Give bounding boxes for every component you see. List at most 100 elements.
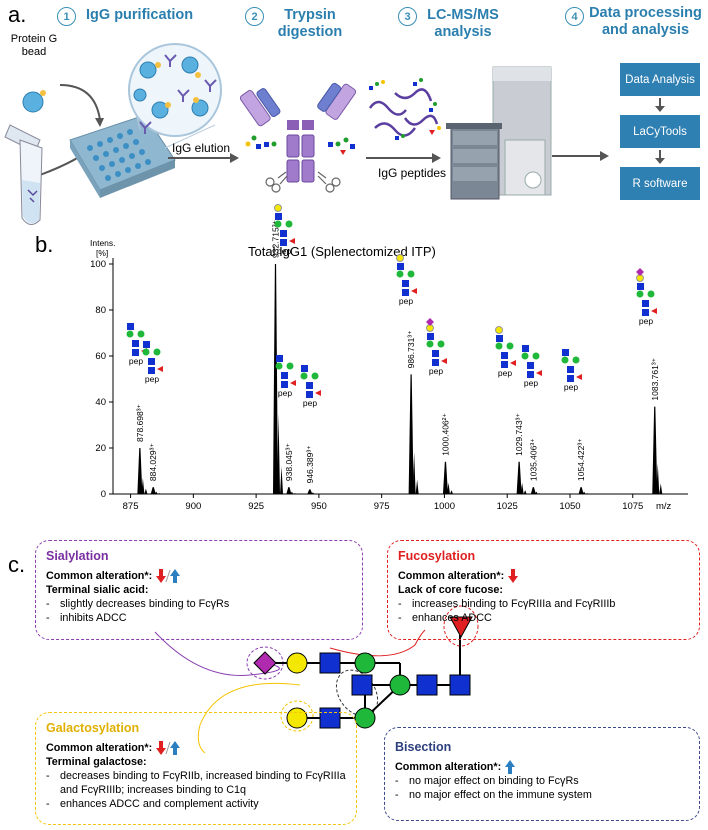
mannose-icon (137, 330, 145, 338)
sialic-acid-icon (426, 318, 434, 326)
galactose-icon (286, 652, 308, 674)
data-analysis-box: Data Analysis (620, 63, 700, 96)
pep-label: pep (278, 388, 292, 398)
glcnac-icon (432, 350, 439, 357)
mannose-icon (300, 372, 308, 380)
igg-antibody-icon (240, 82, 357, 193)
glcnac-icon (402, 280, 409, 287)
sialic-acid-icon (253, 651, 277, 675)
glcnac-icon (281, 381, 288, 388)
pep-label: pep (524, 378, 538, 388)
glcnac-icon (567, 375, 574, 382)
mannose-icon (426, 340, 434, 348)
x-tick-label: 1050 (559, 501, 580, 512)
fucose-icon (157, 366, 163, 372)
glycan-cartoon: pep (396, 254, 417, 306)
spectrum-peak (442, 461, 448, 494)
well-plate-icon (69, 114, 176, 198)
panel-a-illustration (4, 43, 239, 225)
glycan-cartoon: pep (142, 341, 163, 384)
up-arrow-icon (505, 760, 516, 775)
peak-label: 884.029³⁺ (148, 443, 158, 482)
galactosylation-box: Galactosylation Common alteration*: Term… (35, 712, 357, 825)
glcnac-icon (132, 340, 139, 347)
spectrum-peak (516, 461, 522, 494)
spectrum-peak (286, 487, 292, 494)
spectrum-peak (530, 487, 536, 494)
fucosylation-alteration-row: Common alteration*: (398, 569, 689, 584)
mannose-icon (572, 356, 580, 364)
galactosylation-sub: Terminal galactose: (46, 756, 147, 769)
step-1-circle: 1 (57, 7, 76, 26)
glcnac-icon (402, 289, 409, 296)
bisection-item: no major effect on binding to FcγRs (395, 774, 689, 788)
y-axis-title-text: Intens. (90, 238, 116, 248)
y-axis-title: Intens. [%] (90, 238, 116, 258)
step-4-title: Data processing and analysis (589, 5, 702, 38)
x-tick-label: 925 (248, 501, 264, 512)
pep-label: pep (399, 296, 413, 306)
pep-label: pep (145, 374, 159, 384)
glcnac-icon (306, 382, 313, 389)
fucosylation-title: Fucosylation (398, 549, 476, 563)
galactose-icon (274, 204, 282, 212)
sialylation-item: inhibits ADCC (46, 611, 352, 625)
glcnac-icon (275, 213, 282, 220)
core-mannose-icon (389, 674, 411, 696)
fucose-icon (510, 360, 516, 366)
glcnac-icon (148, 367, 155, 374)
glcnac-2-icon (319, 707, 341, 729)
mannose-icon (495, 342, 503, 350)
protein-g-icon (40, 90, 46, 96)
pep-label: pep (129, 356, 143, 366)
mannose-icon (275, 362, 283, 370)
mannose-icon (153, 348, 161, 356)
glcnac-icon (127, 323, 134, 330)
sialylation-title: Sialylation (46, 549, 109, 563)
glcnac-icon (397, 263, 404, 270)
glcnac-icon (432, 359, 439, 366)
x-tick-label: 950 (311, 501, 327, 512)
isotope-peak (449, 490, 453, 494)
glcnac-icon (567, 366, 574, 373)
arrow-bead-to-plate (59, 84, 101, 121)
isotope-peak (582, 491, 586, 494)
fucose-icon (289, 238, 295, 244)
glcnac-icon (306, 391, 313, 398)
sialylation-item: slightly decreases binding to FcγRs (46, 597, 352, 611)
glcnac-icon (501, 361, 508, 368)
glycan-cartoon: pep (275, 355, 296, 398)
mannose-2-icon (354, 707, 376, 729)
isotope-peak (144, 488, 148, 494)
down-arrow-icon (508, 569, 519, 584)
fucosylation-item: enhances ADCC (398, 611, 689, 625)
peak-label: 1035.406³⁺ (528, 438, 538, 481)
sialic-acid-icon (636, 268, 644, 276)
pep-label: pep (564, 382, 578, 392)
glycan-cartoon: pep (561, 349, 582, 392)
bisection-box: Bisection Common alteration*: no major e… (384, 727, 700, 821)
x-tick-label: 875 (123, 501, 139, 512)
panel-c-letter: c. (8, 552, 26, 577)
glycan-cartoon: pep (274, 204, 295, 256)
spectrum-peak (137, 448, 143, 494)
bisecting-glcnac-icon (351, 674, 373, 696)
pep-label: pep (429, 366, 443, 376)
glycan-cartoon: pep (300, 365, 321, 408)
spectrum-title: Total IgG1 (Splenectomized ITP) (248, 244, 436, 259)
y-tick-label: 60 (95, 351, 106, 362)
spectrum-peak (652, 406, 658, 494)
step-4-circle: 4 (565, 7, 584, 26)
galactosylation-item: decreases binding to FcγRIIb, increased … (46, 769, 346, 797)
peak-label: 1000.406²⁺ (440, 413, 450, 456)
ms-to-data-arrow (552, 151, 609, 161)
protein-g-bead-icon (22, 91, 44, 113)
glcnac-icon (148, 358, 155, 365)
step-3-title: LC-MS/MS analysis (427, 7, 499, 40)
isotope-peak (277, 413, 281, 494)
x-tick-label: 1000 (434, 501, 455, 512)
isotope-peak (446, 482, 450, 494)
r-software-box: R software (620, 167, 700, 200)
y-tick-label: 0 (101, 489, 106, 500)
mannose-icon (142, 348, 150, 356)
